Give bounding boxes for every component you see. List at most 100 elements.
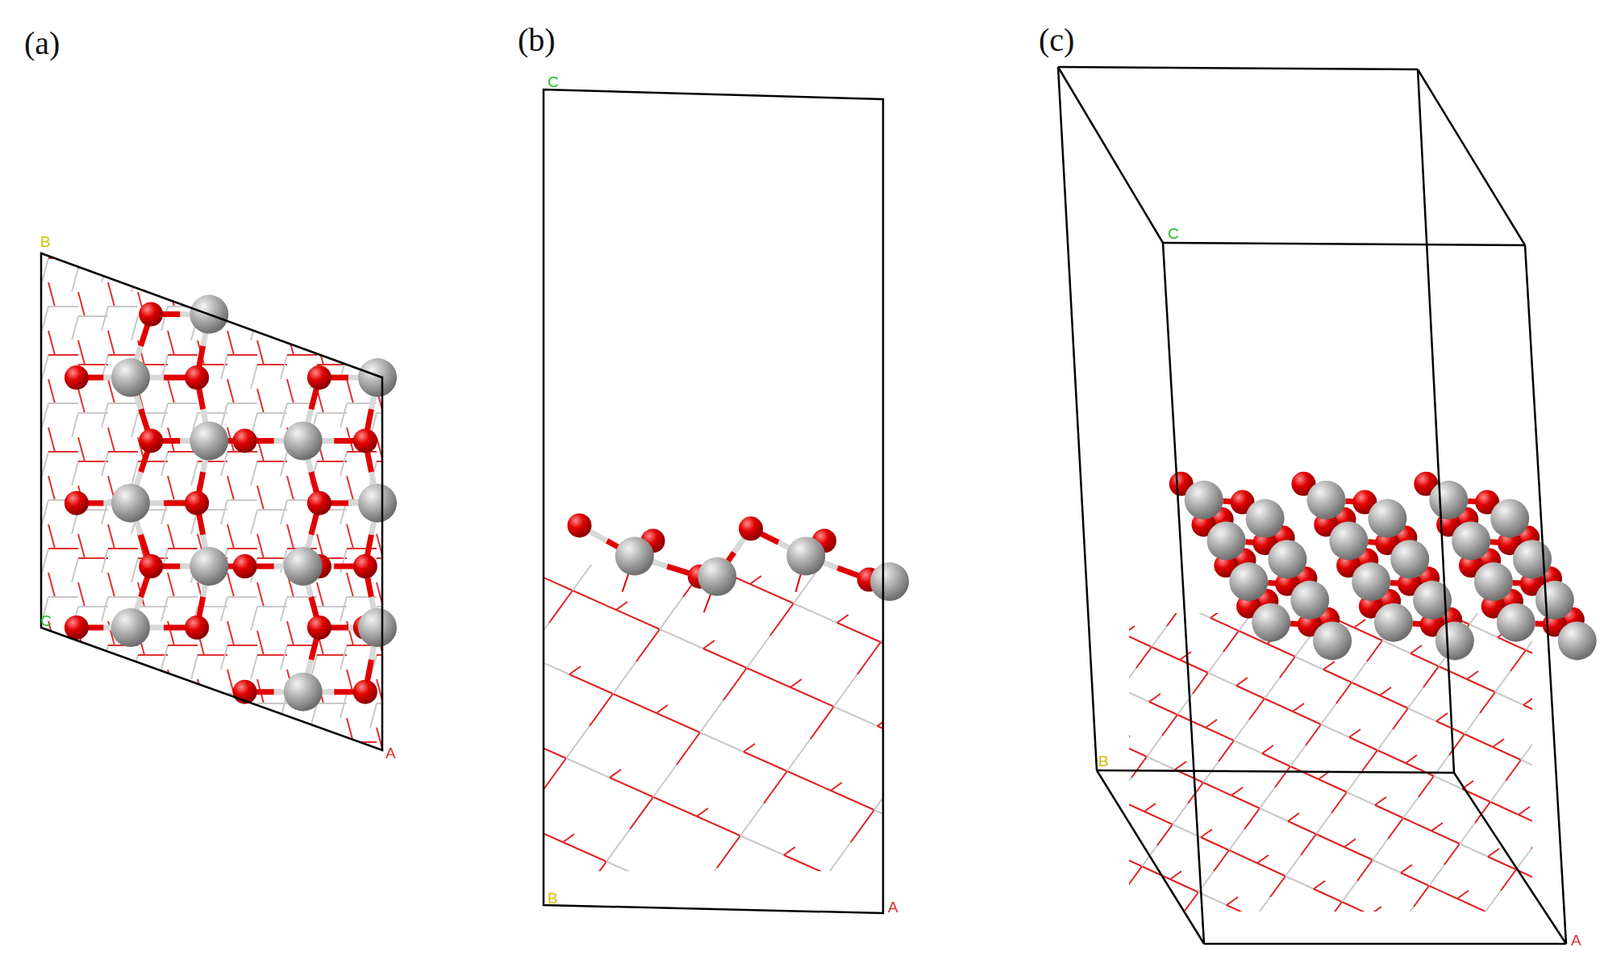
wire-bond (131, 703, 138, 728)
wire-bond (582, 338, 626, 359)
wire-bond (1059, 772, 1088, 786)
wire-bond (1156, 516, 1172, 538)
wire-bond (936, 611, 952, 633)
wire-bond (970, 835, 982, 844)
wire-bond (287, 305, 317, 308)
wire-bond (1224, 938, 1240, 960)
wire-bond (837, 622, 881, 642)
wire-bond (364, 241, 409, 262)
wire-bond (1010, 582, 1039, 596)
wire-bond (1236, 685, 1265, 699)
wire-bond (1531, 827, 1547, 849)
wire-bond (944, 775, 973, 789)
wire-bond (979, 616, 992, 625)
wire-bond (975, 725, 987, 734)
wire-bond (291, 945, 316, 968)
wire-bond (1004, 867, 1049, 888)
wire-bond (946, 700, 963, 721)
wire-bond (1429, 864, 1445, 886)
wire-bond (1485, 890, 1501, 912)
wire-bond (783, 854, 828, 875)
wire-bond (740, 803, 764, 836)
wire-bond (559, 925, 604, 946)
wire-bond (756, 416, 800, 436)
wire-bond (536, 925, 560, 959)
wire-bond (1194, 330, 1223, 344)
metal-atom (358, 483, 397, 523)
wire-bond (1008, 751, 1032, 784)
wire-bond (1466, 679, 1496, 692)
wire-bond (421, 448, 446, 481)
wire-bond (257, 533, 264, 559)
wire-bond (839, 846, 855, 868)
wire-bond (1405, 754, 1417, 763)
wire-bond (1262, 745, 1274, 754)
wire-bond (1579, 730, 1600, 744)
wire-bond (906, 961, 922, 968)
wire-bond (1115, 469, 1131, 491)
wire-bond (763, 770, 788, 804)
wire-bond (432, 751, 456, 784)
wire-bond (978, 966, 994, 968)
wire-bond (1041, 540, 1070, 554)
wire-bond (1066, 608, 1096, 621)
wire-bond (1533, 485, 1562, 499)
wire-bond (1558, 553, 1588, 567)
wire-bond (41, 354, 49, 380)
wire-bond (1583, 962, 1599, 968)
wire-bond (941, 809, 958, 831)
wire-bond (933, 409, 978, 430)
wire-bond (913, 809, 925, 818)
wire-bond (803, 343, 815, 352)
wire-bond (579, 422, 623, 442)
wire-bond (108, 524, 115, 549)
wire-bond (850, 956, 879, 968)
wire-bond (78, 291, 85, 317)
wire-bond (830, 782, 842, 791)
wire-bond (455, 719, 480, 752)
wire-bond (174, 575, 186, 584)
wire-bond (1351, 682, 1380, 696)
wire-bond (1188, 693, 1233, 713)
wire-bond (625, 358, 670, 378)
wire-bond (1289, 437, 1305, 459)
wire-bond (1383, 927, 1399, 949)
wire-bond (1167, 912, 1184, 934)
wire-bond (338, 912, 383, 933)
wire-bond (1033, 704, 1063, 718)
wire-bond (612, 693, 657, 713)
wire-bond (1218, 461, 1242, 494)
wire-bond (204, 906, 229, 939)
wire-bond (1207, 343, 1223, 365)
wire-bond (850, 809, 875, 842)
wire-bond (958, 932, 1002, 952)
wire-bond (736, 332, 760, 365)
wire-bond (666, 429, 690, 462)
wire-bond (892, 640, 921, 654)
wire-bond (1135, 359, 1164, 373)
wire-bond (1083, 895, 1112, 909)
wire-bond (1148, 558, 1172, 591)
wire-bond (1344, 838, 1356, 847)
wire-bond (1123, 625, 1135, 634)
wire-bond (1098, 730, 1110, 739)
wire-bond (1572, 895, 1600, 909)
wire-bond (1208, 959, 1225, 968)
wire-bond (1128, 524, 1157, 538)
wire-bond (1224, 959, 1253, 968)
wire-bond (1154, 591, 1183, 605)
wire-bond (341, 820, 354, 830)
wire-bond (1052, 929, 1064, 938)
wire-bond (972, 788, 1001, 802)
wire-bond (831, 716, 843, 725)
wire-bond (1464, 712, 1480, 734)
wire-bond (1283, 930, 1312, 944)
wire-bond (346, 257, 377, 259)
wire-bond (227, 402, 258, 405)
wire-bond (649, 293, 673, 326)
wire-bond (1264, 698, 1293, 712)
wire-bond (425, 951, 470, 968)
wire-bond (1300, 833, 1317, 855)
wire-bond (346, 475, 354, 500)
wire-bond (220, 693, 228, 718)
